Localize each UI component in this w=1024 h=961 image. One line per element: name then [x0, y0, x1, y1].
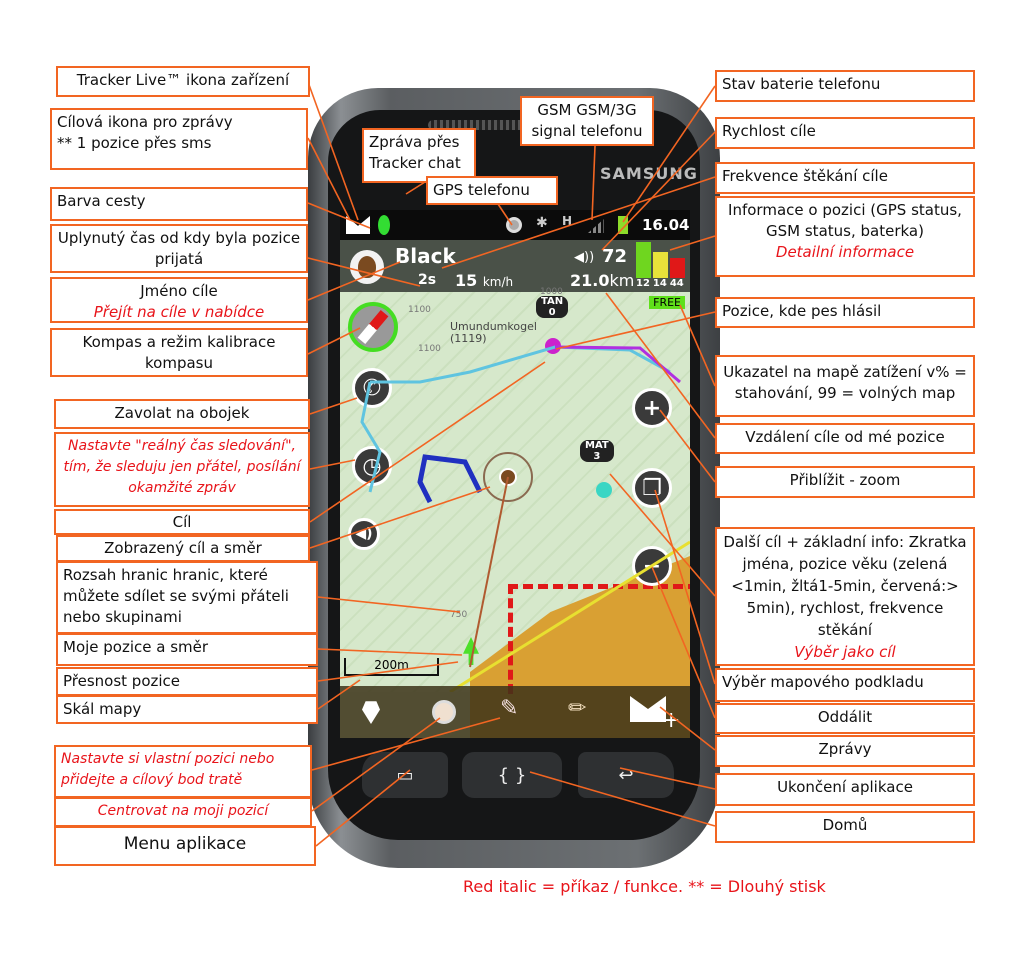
brand-logo: SAMSUNG [600, 164, 698, 183]
network-type: H [562, 214, 573, 228]
status-bar: ✱ H 16.04 [340, 210, 690, 240]
target-marker-mat[interactable] [596, 482, 612, 498]
tag-name: TAN [541, 296, 564, 307]
label-speed: Rychlost cíle [715, 117, 975, 149]
label-text: Další cíl + základní info: Zkratka jména… [723, 533, 967, 639]
label-target: Cíl [54, 509, 310, 535]
track-lines [360, 345, 690, 692]
label-shown-target: Zobrazený cíl a směr [56, 535, 310, 562]
clock: 16.04 [642, 216, 690, 234]
tag-name: MAT [585, 440, 609, 451]
bottom-toolbar: ✎ ✏ + [340, 686, 690, 738]
menu-hw-button[interactable]: ▭ [362, 752, 448, 798]
track-color-icon [378, 215, 390, 235]
label-command: Detailní informace [775, 243, 915, 261]
contour-label: 1000 [540, 287, 563, 297]
dog-face-icon [358, 256, 376, 278]
battery-status-bar[interactable] [670, 258, 685, 278]
center-position-button[interactable] [432, 700, 456, 724]
signal-icon [588, 219, 604, 233]
back-hw-button[interactable]: ↩ [578, 752, 674, 798]
label-map-load: Ukazatel na mapě zatížení v% = stahování… [715, 355, 975, 417]
label-text: Cílová ikona pro zprávy [57, 113, 233, 131]
battery-value: 44 [669, 278, 684, 289]
tag-info: 0 [548, 307, 556, 318]
label-center-cmd: Centrovat na moji pozicí [54, 797, 312, 827]
label-map-scale: Skál mapy [56, 695, 318, 724]
pin-icon[interactable]: ✎ [500, 696, 519, 721]
label-my-position: Moje pozice a směr [56, 633, 318, 666]
message-icon[interactable] [346, 216, 370, 234]
battery-icon [618, 216, 628, 234]
gps-icon [506, 217, 522, 233]
messages-button[interactable] [630, 696, 666, 722]
label-zoom-out: Oddálit [715, 703, 975, 734]
label-position-info: Informace o pozici (GPS status, GSM stat… [715, 196, 975, 277]
dog-avatar[interactable] [350, 250, 384, 284]
label-zoom-in: Přiblížit - zoom [715, 466, 975, 498]
label-compass: Kompas a režim kalibrace kompasu [50, 328, 308, 377]
label-elapsed-time: Uplynutý čas od kdy byla pozice prijatá [50, 224, 308, 273]
elapsed-time: 2s [418, 272, 437, 288]
legend-footer: Red italic = příkaz / funkce. ** = Dlouh… [463, 877, 826, 896]
gsm-status-bar[interactable] [653, 252, 668, 278]
label-command: Výběr jako cíl [794, 643, 896, 661]
label-bark-rate: Frekvence štěkání cíle [715, 162, 975, 194]
label-tracker-live: Tracker Live™ ikona zařízení [56, 66, 310, 97]
label-call-collar: Zavolat na obojek [54, 399, 310, 429]
label-geofence: Rozsah hranic hranic, které můžete sdíle… [56, 561, 318, 634]
label-command: Přejít na cíle v nabídce [93, 303, 265, 321]
contour-label: 1100 [408, 305, 431, 315]
tag-info: 3 [593, 451, 601, 462]
geofence-boundary [508, 584, 690, 694]
target-speed: 15 [455, 271, 478, 290]
gps-value: 12 [636, 278, 650, 289]
label-text: Jméno cíle [140, 282, 218, 300]
label-text: ** 1 pozice přes sms [57, 134, 212, 152]
phone-screen: ✱ H 16.04 Black 2s 15 km/h ◀)) 72 21.0km… [340, 210, 690, 738]
label-map-select: Výběr mapového podkladu [715, 668, 975, 702]
label-home: Domů [715, 811, 975, 843]
label-track-color: Barva cesty [50, 187, 308, 221]
label-target-icon: Cílová ikona pro zprávy ** 1 pozice přes … [50, 108, 308, 170]
gsm-value: 14 [652, 278, 667, 289]
bluetooth-icon: ✱ [536, 215, 548, 231]
label-realtime-cmd: Nastavte "reálný čas sledování", tím, že… [54, 432, 310, 507]
speaker-grille [428, 120, 588, 130]
speed-unit: km/h [482, 275, 514, 289]
label-chat: Zpráva přes Tracker chat [362, 128, 476, 183]
label-distance: Vzdálení cíle od mé pozice [715, 423, 975, 454]
label-gsm: GSM GSM/3G signal telefonu [520, 96, 654, 146]
bark-icon: ◀)) [574, 250, 595, 265]
home-hw-button[interactable]: { } [462, 752, 562, 798]
label-gps: GPS telefonu [426, 176, 558, 205]
peak-label: Umundumkogel [450, 320, 537, 333]
target-name[interactable]: Black [395, 244, 456, 268]
target-header[interactable]: Black 2s 15 km/h ◀)) 72 21.0km 12 14 44 [340, 240, 690, 292]
label-bark-position: Pozice, kde pes hlásil [715, 297, 975, 328]
label-battery: Stav baterie telefonu [715, 70, 975, 102]
set-waypoint-button[interactable] [362, 701, 380, 724]
distance-unit: km [609, 271, 635, 290]
label-accuracy: Přesnost pozice [56, 667, 318, 696]
bark-count: 72 [602, 246, 628, 267]
label-set-position-cmd: Nastavte si vlastní pozici nebo přidejte… [54, 745, 312, 798]
pencil-icon[interactable]: ✏ [568, 696, 587, 721]
contour-label: 750 [450, 610, 468, 620]
label-next-target: Další cíl + základní info: Zkratka jména… [715, 527, 975, 666]
label-messages: Zprávy [715, 735, 975, 767]
label-app-menu: Menu aplikace [54, 826, 316, 866]
gps-status-bar[interactable] [636, 242, 651, 278]
target-distance: 21.0 [570, 271, 610, 290]
label-exit: Ukončení aplikace [715, 773, 975, 806]
label-text: Informace o pozici (GPS status, GSM stat… [728, 201, 962, 240]
contour-label: 1100 [418, 344, 441, 354]
add-icon: + [662, 708, 681, 733]
map-view[interactable]: FREE Umundumkogel (1119) 1100 1100 1000 … [340, 287, 690, 738]
peak-altitude: (1119) [450, 332, 487, 345]
